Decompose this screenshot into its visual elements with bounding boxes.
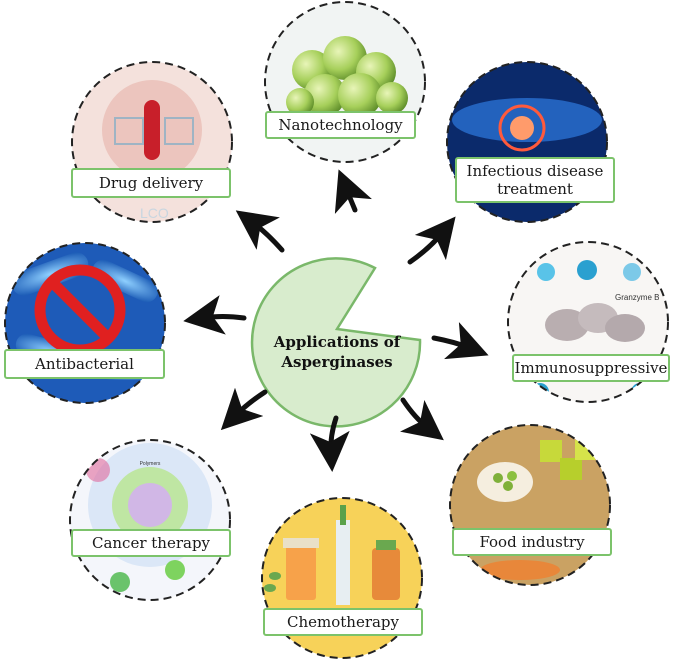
center-title-line2: Asperginases xyxy=(281,353,393,371)
antibacterial-node xyxy=(4,242,166,404)
arrow-food-industry xyxy=(399,397,444,441)
label-immunosuppressive: Immunosuppressive xyxy=(512,354,670,382)
center-pie-shape xyxy=(250,257,422,428)
arrow-immunosuppressive xyxy=(431,322,489,360)
arrow-nanotechnology xyxy=(334,169,372,214)
arrow-cancer-therapy xyxy=(220,387,268,431)
arrow-chemotherapy xyxy=(309,415,350,472)
label-cancer-therapy: Cancer therapy xyxy=(71,529,231,557)
drug-delivery-node: LCO xyxy=(71,61,233,223)
label-nanotechnology: Nanotechnology xyxy=(265,111,416,139)
granzyme-text: Granzyme B xyxy=(615,293,659,302)
label-infectious-line1: Infectious disease xyxy=(466,162,604,180)
cancer-therapy-node: Polymers xyxy=(69,439,231,601)
center-title: Applications of Asperginases xyxy=(262,332,412,372)
arrow-drug-delivery xyxy=(235,210,285,253)
food-illustration xyxy=(450,425,610,585)
label-drug-delivery: Drug delivery xyxy=(71,168,231,198)
drug-capsule-illustration: LCO xyxy=(72,62,232,222)
center-node xyxy=(250,257,422,428)
label-food-industry: Food industry xyxy=(452,528,612,556)
label-infectious-disease: Infectious disease treatment xyxy=(455,157,615,203)
arrow-infectious-disease xyxy=(407,216,456,265)
food-industry-node xyxy=(449,424,611,586)
label-infectious-line2: treatment xyxy=(497,180,573,198)
arrows xyxy=(183,169,489,472)
lco-text: LCO xyxy=(140,205,169,221)
arrow-antibacterial xyxy=(183,295,247,335)
label-antibacterial: Antibacterial xyxy=(4,349,165,379)
polymers-text: Polymers xyxy=(140,461,161,467)
center-title-line1: Applications of xyxy=(273,333,401,351)
label-chemotherapy: Chemotherapy xyxy=(263,608,423,636)
